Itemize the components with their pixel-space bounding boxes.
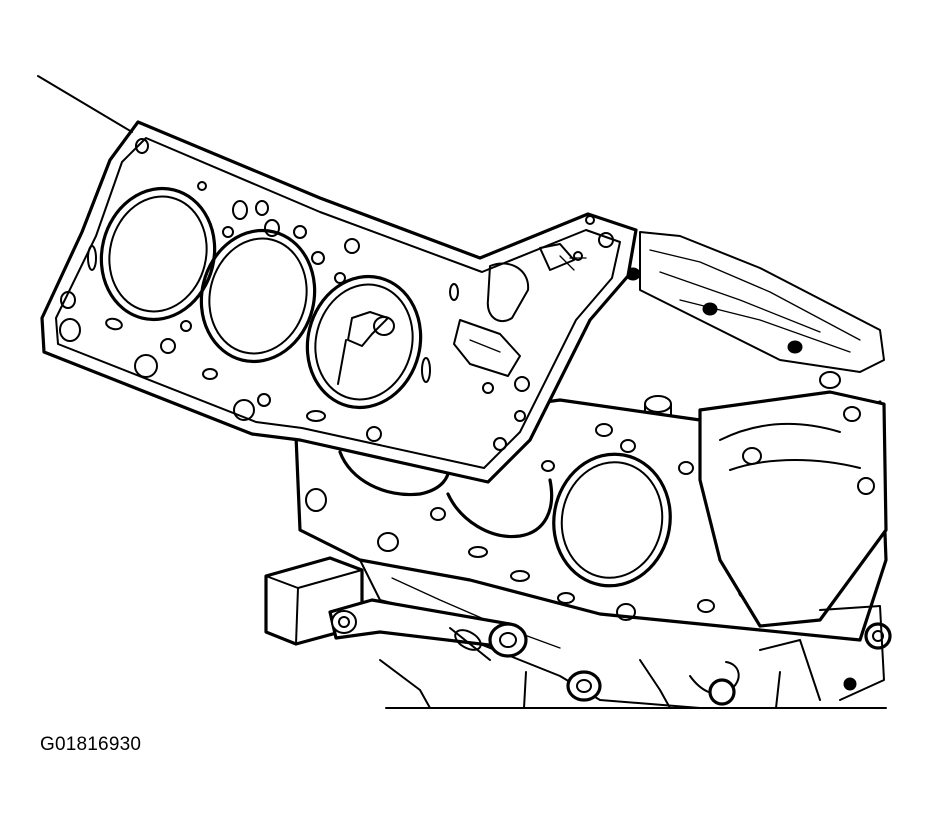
link-arm: [328, 598, 528, 661]
gasket-holes: [59, 138, 614, 451]
head-gasket: [40, 120, 638, 484]
lower-engine-details: [379, 605, 892, 709]
fire-ring: [99, 186, 423, 410]
figure-id-label: G01816930: [40, 734, 142, 755]
deck-holes: [305, 423, 754, 621]
callout-leader-line: [37, 75, 133, 133]
cylinder-bore: [338, 450, 672, 588]
